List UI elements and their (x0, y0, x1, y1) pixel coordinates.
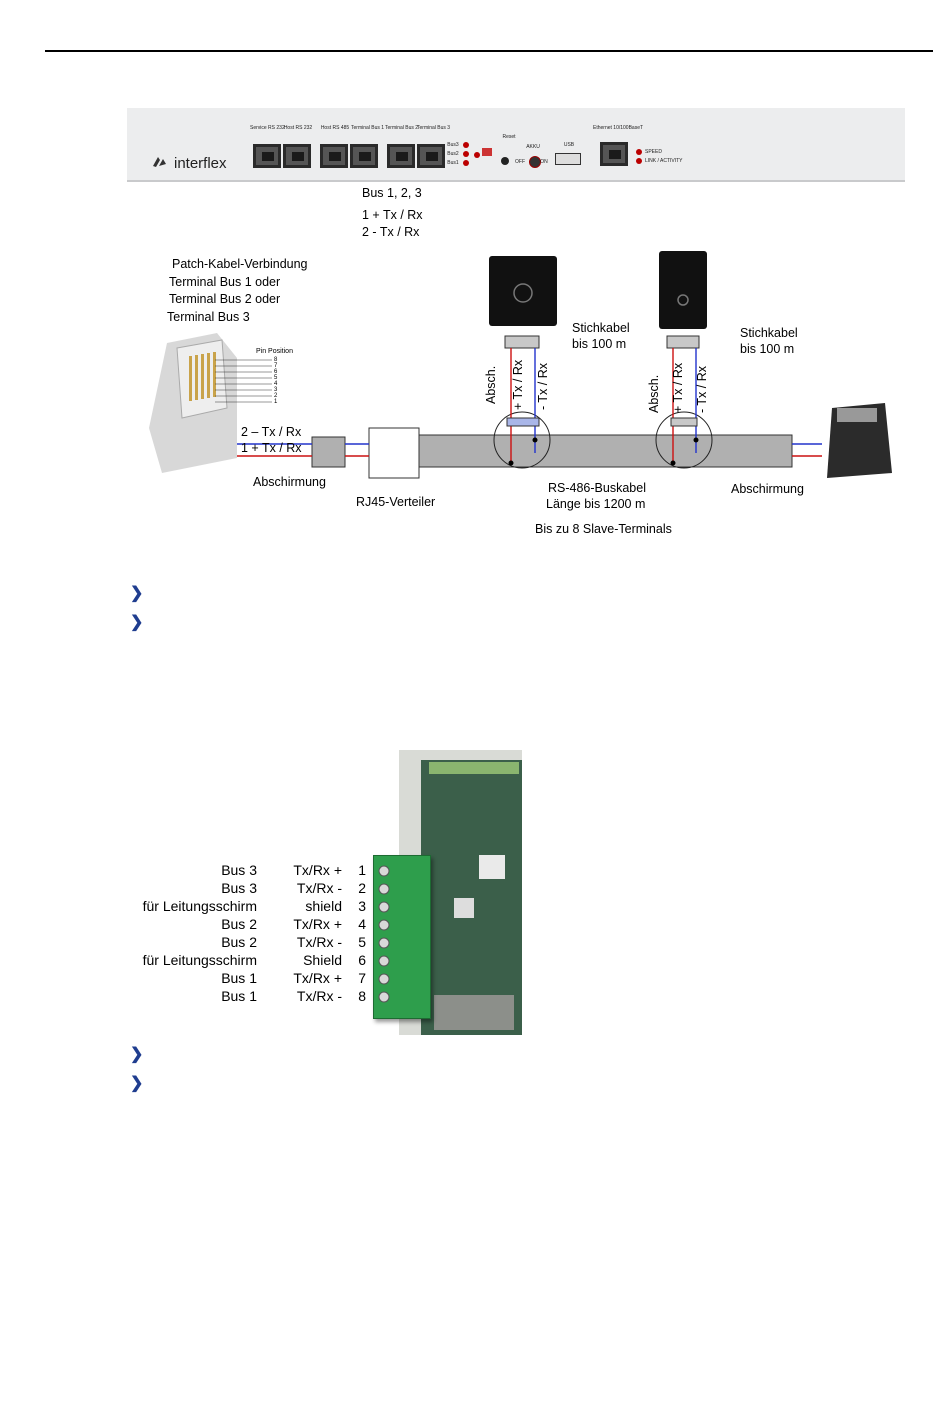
port-label: Service RS 232 (250, 125, 285, 131)
screw-terminals-icon (378, 865, 390, 1003)
off-label: OFF (515, 159, 525, 165)
port-label: Host RS 485 (320, 125, 350, 131)
shield-left-label: Abschirmung (253, 475, 326, 489)
pin-bus-label: Bus 3 (221, 880, 257, 896)
led-indicator (636, 149, 642, 155)
minus-txrx-label: - Tx / Rx (695, 366, 709, 413)
led-indicator (474, 152, 480, 158)
rj45-port (417, 144, 445, 168)
reset-label: Reset (502, 134, 516, 140)
pin-bus-label: Bus 3 (221, 862, 257, 878)
bus-line-plus: 1 + Tx / Rx (362, 208, 423, 222)
port-label: Host RS 232 (283, 125, 313, 131)
pin-bus-label: Bus 2 (221, 934, 257, 950)
rj45-port (320, 144, 348, 168)
pin-number-label: 3 (358, 898, 366, 914)
bullet-chevron-icon: ❯ (130, 1046, 144, 1063)
pin-signal-label: Tx/Rx - (296, 934, 342, 950)
shield-right-label: Abschirmung (731, 482, 804, 496)
wire-plus-label: 1 + Tx / Rx (241, 441, 302, 455)
bus-line-minus: 2 - Tx / Rx (362, 225, 420, 239)
pin-bus-label: für Leitungsschirm (142, 952, 257, 968)
ethernet-port (600, 142, 628, 166)
reset-button[interactable] (501, 157, 509, 165)
card-reader-icon (659, 251, 707, 329)
pin-signal-label: Tx/Rx - (296, 988, 342, 1004)
patch-line: Terminal Bus 2 oder (169, 292, 281, 306)
led-label: Bus2 (447, 151, 459, 157)
pin-number-label: 2 (358, 880, 366, 896)
bullet-chevron-icon: ❯ (130, 585, 144, 602)
buskabel-label: RS-486-Buskabel (548, 481, 646, 495)
usb-port (555, 153, 581, 165)
port-label: Terminal Bus 1 (351, 125, 385, 131)
rj45-port (387, 144, 415, 168)
usb-label: USB (563, 142, 575, 148)
patch-line: Terminal Bus 3 (167, 310, 250, 324)
pin-bus-label: Bus 1 (221, 988, 257, 1004)
pin-signal-label: shield (305, 898, 342, 914)
distributor-label: RJ45-Verteiler (356, 495, 436, 509)
pin-number-label: 1 (358, 862, 366, 878)
card-reader-icon (489, 256, 557, 326)
shield-short-label: Absch. (647, 374, 661, 413)
slave-terminals-label: Bis zu 8 Slave-Terminals (535, 522, 672, 536)
pin-signal-label: Tx/Rx + (293, 916, 342, 932)
pin-number-label: 6 (358, 952, 366, 968)
bullet-chevron-icon: ❯ (130, 1075, 144, 1092)
bus-wiring-diagram (149, 251, 892, 479)
pin-signal-label: Tx/Rx + (293, 970, 342, 986)
rj45-port (283, 144, 311, 168)
bullet-chevron-icon: ❯ (130, 614, 144, 631)
speed-label: SPEED (645, 149, 662, 155)
board-photo (399, 750, 522, 1035)
patch-title: Patch-Kabel-Verbindung (172, 257, 308, 271)
akku-switch[interactable] (529, 156, 541, 168)
minus-txrx-label: - Tx / Rx (536, 363, 550, 410)
wire-minus-label: 2 – Tx / Rx (241, 425, 302, 439)
led-label: Bus3 (447, 142, 459, 148)
dip-switch[interactable] (482, 148, 492, 156)
pin-number-label: 7 (358, 970, 366, 986)
plus-txrx-label: + Tx / Rx (511, 359, 525, 410)
pin-signal-label: Shield (303, 952, 342, 968)
link-label: LINK / ACTIVITY (645, 158, 683, 164)
on-label: ON (540, 159, 548, 165)
brand-label: interflex (174, 155, 227, 172)
bus-header: Bus 1, 2, 3 (362, 186, 422, 200)
rj45-port (253, 144, 281, 168)
interflex-logo-icon (153, 157, 166, 167)
led-indicator (463, 142, 469, 148)
patch-line: Terminal Bus 1 oder (169, 275, 281, 289)
plus-txrx-label: + Tx / Rx (671, 362, 685, 413)
pin-position-label: Pin Position (256, 348, 293, 355)
led-indicator (463, 160, 469, 166)
pin-number-label: 8 (358, 988, 366, 1004)
terminal-block (373, 855, 431, 1019)
pin-signal-label: Tx/Rx - (296, 880, 342, 896)
led-indicator (463, 151, 469, 157)
pin-signal-label: Tx/Rx + (293, 862, 342, 878)
pin-bus-label: Bus 2 (221, 916, 257, 932)
controller-front-panel: interflex Service RS 232 Host RS 232 Hos… (127, 108, 905, 182)
shield-short-label: Absch. (484, 365, 498, 404)
rj45-plug-icon (149, 333, 237, 473)
pin-number-label: 4 (358, 916, 366, 932)
time-terminal-icon (827, 403, 892, 478)
stub-cable-label-1: Stichkabel bis 100 m (572, 321, 630, 351)
stub-cable-label-2: Stichkabel bis 100 m (740, 326, 798, 356)
led-indicator (636, 158, 642, 164)
header-rule (45, 50, 933, 52)
rj45-port (350, 144, 378, 168)
pin-number-label: 5 (358, 934, 366, 950)
port-label: Terminal Bus 2 (385, 125, 419, 131)
ethernet-label: Ethernet 10/100BaseT (593, 125, 644, 131)
pin-bus-label: Bus 1 (221, 970, 257, 986)
akku-label: AKKU (526, 144, 540, 150)
length-label: Länge bis 1200 m (546, 497, 646, 511)
led-label: Bus1 (447, 160, 459, 166)
port-label: Terminal Bus 3 (417, 125, 451, 131)
pin-bus-label: für Leitungsschirm (142, 898, 257, 914)
